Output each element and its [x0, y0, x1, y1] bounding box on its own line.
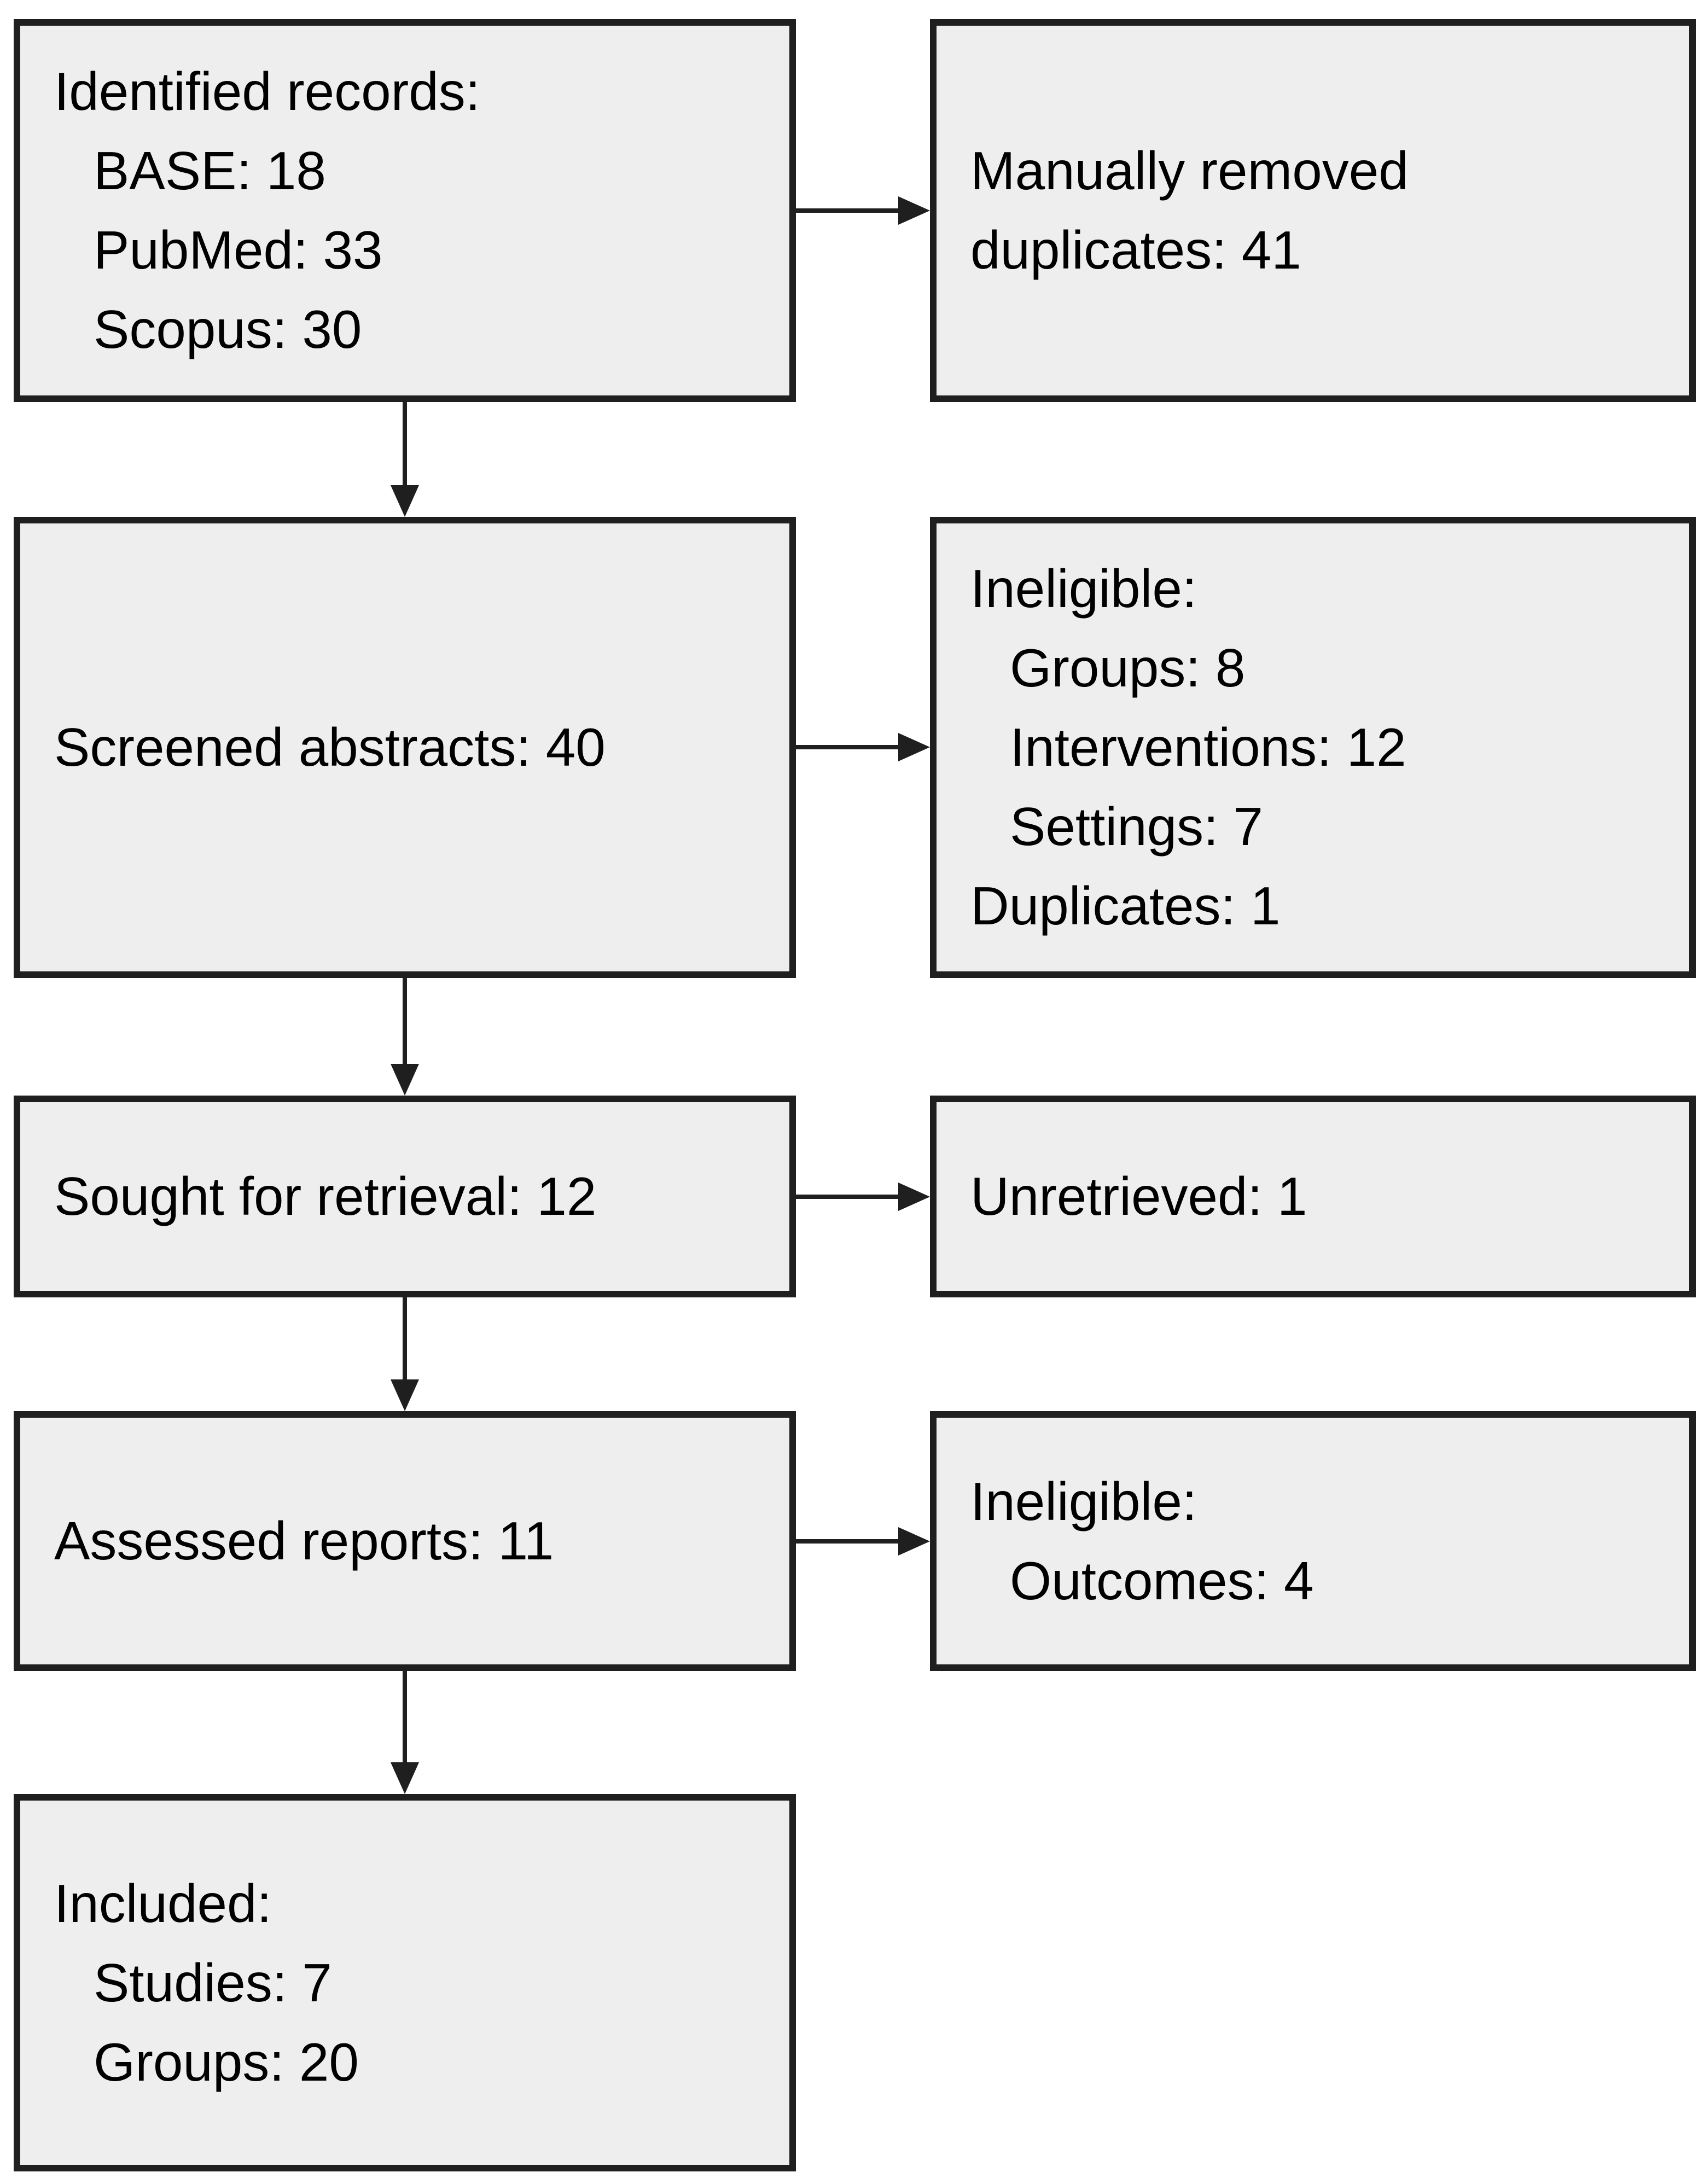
text-line: Identified records: — [54, 61, 480, 121]
arrow-shaft — [796, 1539, 904, 1544]
text-line: Groups: 20 — [94, 2031, 359, 2092]
text-line: Unretrieved: 1 — [970, 1166, 1307, 1226]
text-line: BASE: 18 — [94, 141, 326, 201]
text-line: Included: — [54, 1873, 272, 1933]
arrow-screened-to-ineligible — [796, 731, 930, 764]
text-line: Manually removed — [970, 141, 1409, 201]
text-line: Scopus: 30 — [94, 299, 362, 359]
arrow-shaft — [403, 1671, 407, 1768]
box-unretrieved-text: Unretrieved: 1 — [970, 1157, 1673, 1236]
box-sought-for-retrieval: Sought for retrieval: 12 — [14, 1096, 796, 1297]
arrowhead-right-icon — [898, 733, 930, 761]
box-assessed-reports-text: Assessed reports: 11 — [54, 1501, 773, 1581]
box-ineligible-reports: Ineligible: Outcomes: 4 — [930, 1411, 1696, 1671]
box-included-text: Included: Studies: 7 Groups: 20 — [54, 1864, 773, 2102]
arrow-shaft — [796, 208, 904, 213]
text-line: Duplicates: 1 — [970, 876, 1281, 936]
text-line: Outcomes: 4 — [1010, 1550, 1314, 1611]
arrow-identified-to-duplicates — [796, 194, 930, 227]
arrow-shaft — [796, 745, 904, 749]
box-ineligible-abstracts: Ineligible: Groups: 8 Interventions: 12 Set… — [930, 517, 1696, 978]
text-line: Sought for retrieval: 12 — [54, 1166, 597, 1226]
text-line: Settings: 7 — [1010, 796, 1264, 857]
box-sought-for-retrieval-text: Sought for retrieval: 12 — [54, 1157, 773, 1236]
arrowhead-down-icon — [391, 1379, 419, 1411]
arrow-assessed-to-included — [388, 1671, 421, 1794]
box-screened-abstracts-text: Screened abstracts: 40 — [54, 708, 773, 787]
arrowhead-right-icon — [898, 1183, 930, 1211]
text-line: Ineligible: — [970, 1471, 1197, 1531]
box-included: Included: Studies: 7 Groups: 20 — [14, 1794, 796, 2171]
text-line: duplicates: 41 — [970, 220, 1301, 280]
text-line: PubMed: 33 — [94, 220, 383, 280]
arrowhead-right-icon — [898, 196, 930, 225]
arrowhead-right-icon — [898, 1527, 930, 1556]
arrow-sought-to-assessed — [388, 1297, 421, 1411]
box-manually-removed-duplicates-text: Manually removed duplicates: 41 — [970, 131, 1673, 290]
arrowhead-down-icon — [391, 485, 419, 517]
arrow-shaft — [796, 1195, 904, 1199]
arrow-screened-to-sought — [388, 978, 421, 1096]
box-identified-records-text: Identified records: BASE: 18 PubMed: 33 Sco… — [54, 52, 773, 369]
text-line: Interventions: 12 — [1010, 717, 1406, 777]
arrow-shaft — [403, 402, 407, 491]
box-screened-abstracts: Screened abstracts: 40 — [14, 517, 796, 978]
text-line: Groups: 8 — [1010, 638, 1246, 698]
arrow-shaft — [403, 978, 407, 1069]
text-line: Screened abstracts: 40 — [54, 717, 606, 777]
box-ineligible-reports-text: Ineligible: Outcomes: 4 — [970, 1462, 1673, 1621]
box-manually-removed-duplicates: Manually removed duplicates: 41 — [930, 19, 1696, 402]
text-line: Ineligible: — [970, 558, 1197, 619]
text-line: Studies: 7 — [94, 1952, 332, 2013]
arrow-identified-to-screened — [388, 402, 421, 517]
arrow-sought-to-unretrieved — [796, 1180, 930, 1213]
arrow-shaft — [403, 1297, 407, 1385]
arrow-assessed-to-ineligible — [796, 1525, 930, 1558]
box-identified-records: Identified records: BASE: 18 PubMed: 33 Sco… — [14, 19, 796, 402]
box-unretrieved: Unretrieved: 1 — [930, 1096, 1696, 1297]
arrowhead-down-icon — [391, 1762, 419, 1794]
text-line: Assessed reports: 11 — [54, 1511, 554, 1571]
arrowhead-down-icon — [391, 1064, 419, 1096]
box-ineligible-abstracts-text: Ineligible: Groups: 8 Interventions: 12 Set… — [970, 549, 1673, 946]
box-assessed-reports: Assessed reports: 11 — [14, 1411, 796, 1671]
